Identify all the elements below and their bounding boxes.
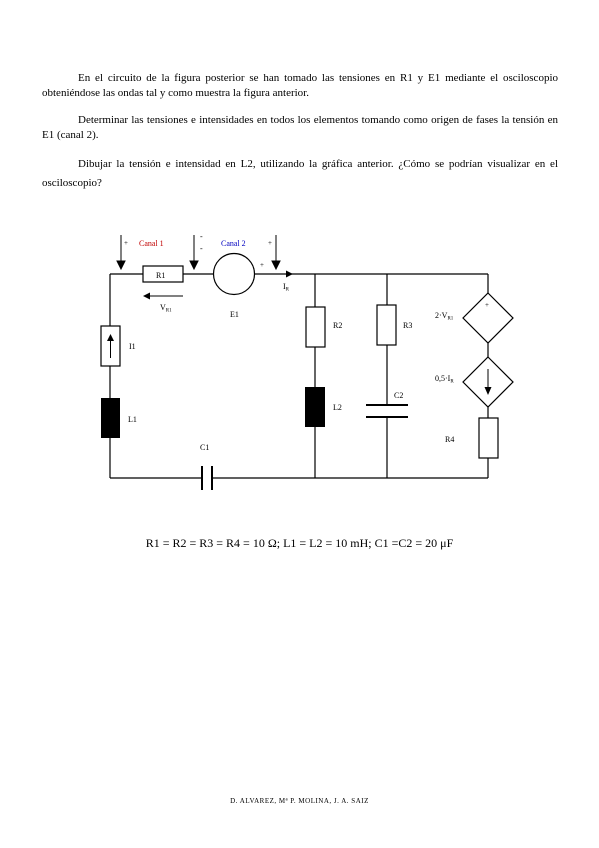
circuit-diagram: + - - + Canal 1 Canal 2 R1 VR1 E1 + IR I…	[100, 232, 514, 490]
circuit-wires	[109, 273, 489, 479]
component-values: R1 = R2 = R3 = R4 = 10 Ω; L1 = L2 = 10 m…	[145, 536, 454, 550]
dependent-voltage-source	[462, 292, 514, 344]
paragraph-3: Dibujar la tensión e intensidad en L2, u…	[42, 158, 558, 189]
footer-authors: D. ALVAREZ, Mª P. MOLINA, J. A. SAIZ	[230, 797, 369, 805]
paragraph-2: Determinar las tensiones e intensidades …	[42, 114, 558, 141]
resistor-r2	[305, 306, 326, 348]
vr1-arrow-icon	[143, 292, 183, 300]
probe2-minus-b: -	[200, 244, 203, 253]
probe1-plus: +	[124, 239, 128, 247]
dep-i-label: 0,5·IR	[435, 374, 454, 385]
e1-plus: +	[260, 261, 264, 269]
probe2-minus-a: -	[200, 232, 203, 241]
r3-label: R3	[403, 321, 412, 330]
dep-i-arrow-icon	[484, 369, 492, 395]
inductor-l1	[101, 398, 120, 438]
dep-v-plus: +	[485, 301, 489, 309]
capacitor-c1	[201, 466, 213, 490]
r1-label: R1	[156, 271, 165, 280]
dep-v-label: 2·VR1	[435, 311, 454, 322]
inductor-l2	[305, 387, 325, 427]
l2-label: L2	[333, 403, 342, 412]
paragraph-1: En el circuito de la figura posterior se…	[42, 72, 558, 99]
resistor-r4	[478, 417, 499, 459]
resistor-r1	[142, 265, 184, 283]
i1-label: I1	[129, 342, 136, 351]
e1-label: E1	[230, 310, 239, 319]
canal-1-label: Canal 1	[139, 239, 164, 248]
r4-label: R4	[445, 435, 454, 444]
resistor-r3	[376, 304, 397, 346]
canal-2-label: Canal 2	[221, 239, 246, 248]
probe-arrows	[116, 235, 281, 271]
i1-arrow-icon	[107, 334, 114, 358]
l1-label: L1	[128, 415, 137, 424]
ir-arrow-icon	[286, 270, 293, 278]
source-e1	[212, 252, 256, 296]
capacitor-c2	[366, 404, 408, 418]
ir-label: IR	[283, 282, 290, 293]
c1-label: C1	[200, 443, 209, 452]
vr1-label: VR1	[160, 303, 172, 314]
c2-label: C2	[394, 391, 403, 400]
r2-label: R2	[333, 321, 342, 330]
probe3-plus: +	[268, 239, 272, 247]
